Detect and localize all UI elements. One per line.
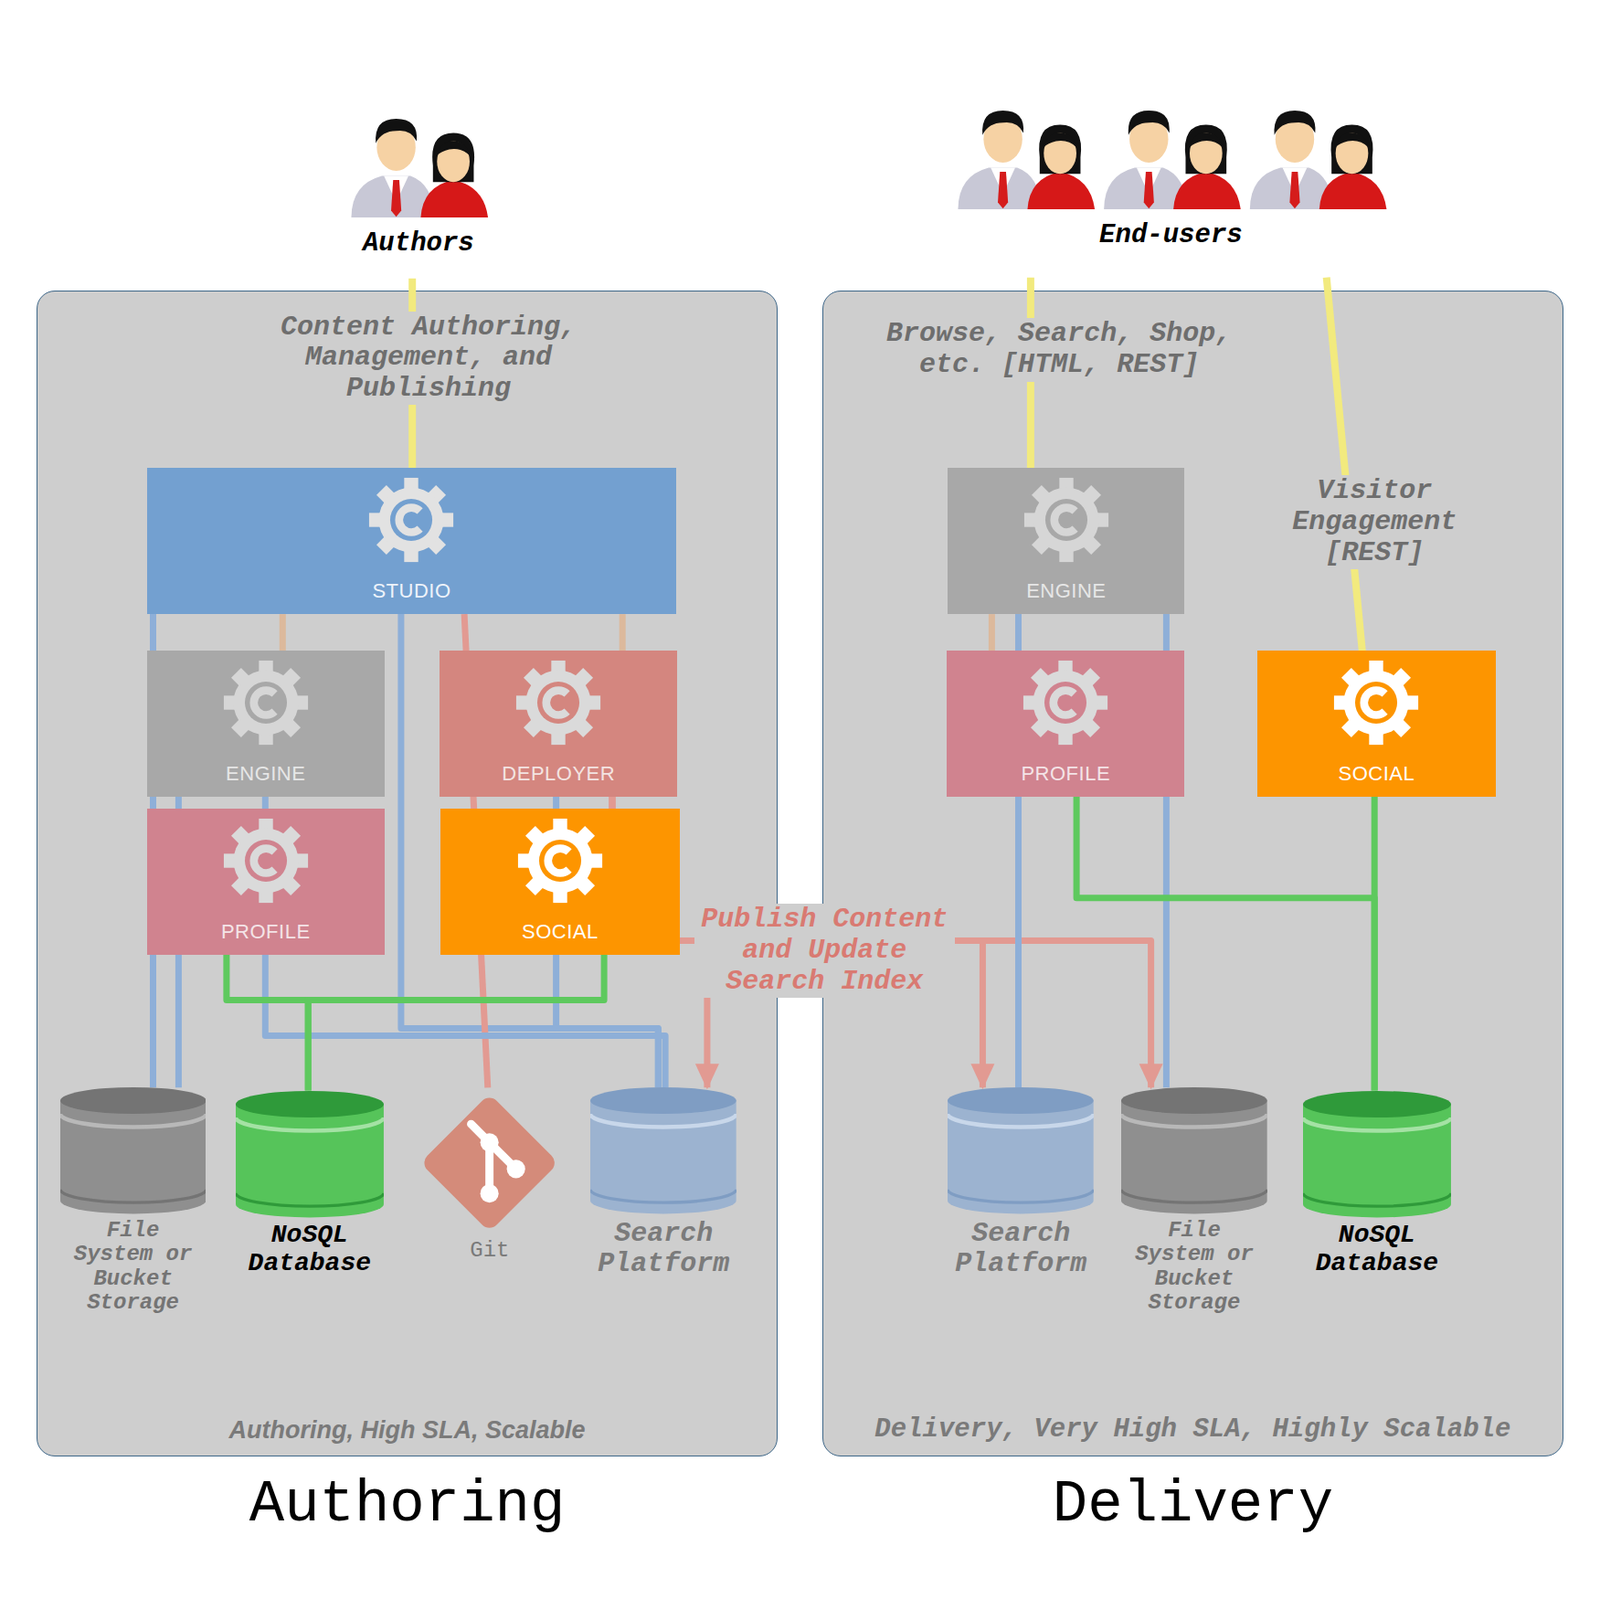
storage-label: File System or Bucket Storage xyxy=(1125,1218,1263,1316)
cylinder-shape xyxy=(947,1087,1094,1216)
user-group: End-users xyxy=(943,102,1399,278)
gear-logo xyxy=(514,658,603,747)
panel-footer-wrap: Delivery, Very High SLA, Highly Scalable xyxy=(823,1414,1563,1445)
connector xyxy=(619,614,626,651)
box-label: STUDIO xyxy=(371,579,451,604)
connector xyxy=(1371,796,1378,1092)
storage-cylinder: NoSQL Database xyxy=(1303,1091,1452,1285)
panel-footer-wrap: Authoring, High SLA, Scalable xyxy=(37,1416,777,1445)
box-label: SOCIAL xyxy=(521,920,599,944)
edge-label: Visitor Engagement [REST] xyxy=(1277,475,1472,570)
user-label: Authors xyxy=(362,229,475,259)
service-box: SOCIAL xyxy=(440,808,679,955)
edge-label: Content Authoring, Management, and Publi… xyxy=(260,311,598,406)
user-label: End-users xyxy=(1099,221,1243,251)
storage-label: Search Platform xyxy=(590,1218,737,1280)
storage-cylinder: Search Platform xyxy=(947,1087,1094,1282)
service-box: SOCIAL xyxy=(1257,650,1496,797)
connector xyxy=(988,614,996,651)
cylinder-shape xyxy=(590,1087,737,1216)
box-label: SOCIAL xyxy=(1337,762,1415,786)
people-icon xyxy=(347,110,490,218)
storage-cylinder: NoSQL Database xyxy=(235,1091,384,1285)
panel-heading-wrap: Delivery xyxy=(823,1472,1563,1538)
git-repository: Git xyxy=(413,1087,565,1282)
git-logo xyxy=(413,1087,565,1239)
storage-label: File System or Bucket Storage xyxy=(64,1218,202,1316)
cylinder-shape xyxy=(235,1091,384,1219)
panel-heading-wrap: Authoring xyxy=(37,1472,777,1538)
edge-label: Browse, Search, Shop, etc. [HTML, REST] xyxy=(875,317,1243,382)
people-icon xyxy=(953,102,1389,210)
service-box: ENGINE xyxy=(947,467,1185,615)
storage-cylinder: File System or Bucket Storage xyxy=(60,1087,207,1323)
connector xyxy=(279,614,287,651)
service-box: STUDIO xyxy=(147,467,678,615)
panel-footer: Delivery, Very High SLA, Highly Scalable xyxy=(823,1414,1563,1445)
edge-label: Publish Content and Update Search Index xyxy=(694,903,955,998)
gear-logo xyxy=(1022,476,1111,564)
storage-cylinder: Search Platform xyxy=(590,1087,737,1282)
panel-footer: Authoring, High SLA, Scalable xyxy=(37,1416,777,1445)
gear-logo xyxy=(367,476,456,564)
gear-logo xyxy=(1021,658,1110,747)
panel-heading: Authoring xyxy=(37,1472,777,1538)
connector xyxy=(1027,277,1035,469)
service-box: PROFILE xyxy=(147,808,385,955)
gear-logo xyxy=(1332,658,1420,747)
panel-heading: Delivery xyxy=(823,1472,1563,1538)
storage-label: NoSQL Database xyxy=(1303,1221,1452,1279)
cylinder-shape xyxy=(1303,1091,1452,1219)
cylinder-shape xyxy=(1121,1087,1268,1216)
box-label: PROFILE xyxy=(1020,762,1111,786)
region-panel: Delivery, Very High SLA, Highly Scalable… xyxy=(822,290,1564,1456)
box-label: PROFILE xyxy=(221,920,311,944)
cylinder-shape xyxy=(60,1087,207,1216)
gear-logo xyxy=(222,658,310,747)
git-label: Git xyxy=(469,1239,509,1263)
box-label: ENGINE xyxy=(225,762,306,786)
region-panel: Authoring, High SLA, ScalableAuthoringST… xyxy=(36,290,778,1456)
user-group: Authors xyxy=(337,110,501,279)
gear-logo xyxy=(222,816,310,905)
gear-logo xyxy=(516,816,604,905)
connector xyxy=(408,278,416,469)
storage-label: Search Platform xyxy=(947,1218,1094,1280)
storage-label: NoSQL Database xyxy=(235,1221,384,1279)
storage-cylinder: File System or Bucket Storage xyxy=(1121,1087,1268,1323)
service-box: ENGINE xyxy=(147,650,385,797)
box-label: DEPLOYER xyxy=(501,762,615,786)
service-box: DEPLOYER xyxy=(439,650,678,797)
service-box: PROFILE xyxy=(946,650,1185,797)
box-label: ENGINE xyxy=(1026,579,1106,604)
